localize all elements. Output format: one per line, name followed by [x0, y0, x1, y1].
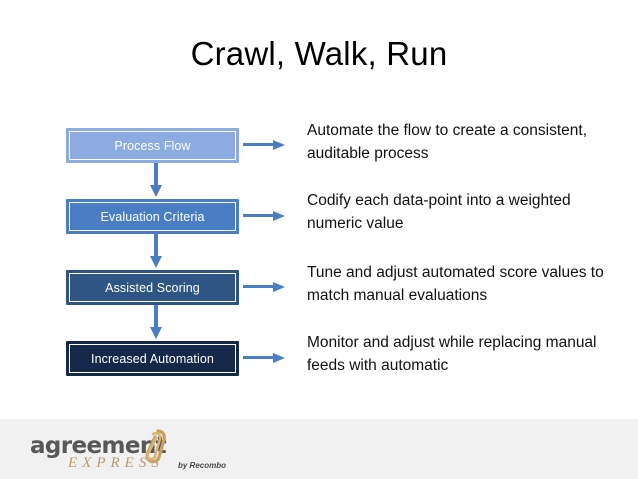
flow-node-inner: Increased Automation: [69, 344, 236, 373]
flow-node-label: Assisted Scoring: [105, 280, 200, 295]
arrow-right-icon: [243, 281, 287, 293]
brand-subwordmark: EXPRESS: [68, 455, 164, 471]
arrow-down-icon: [149, 234, 163, 270]
description-item: Monitor and adjust while replacing manua…: [307, 334, 597, 374]
description-item: Automate the flow to create a consistent…: [307, 122, 588, 162]
flow-node-label: Increased Automation: [91, 351, 214, 366]
arrow-right-icon: [243, 139, 287, 151]
flow-node-inner: Evaluation Criteria: [69, 202, 236, 231]
paperclip-icon: [138, 427, 168, 465]
flow-node-inner: Assisted Scoring: [69, 273, 236, 302]
arrow-right-icon: [243, 210, 287, 222]
flow-node-inner: Process Flow: [69, 131, 236, 160]
agreement-express-logo: agreement EXPRESS by Recombo: [30, 429, 250, 475]
flow-node-label: Evaluation Criteria: [100, 209, 205, 224]
arrow-down-icon: [149, 305, 163, 341]
brand-byline: by Recombo: [178, 461, 227, 470]
brand-wordmark: agreement: [30, 433, 167, 459]
flow-node-increased-automation[interactable]: Increased Automation: [66, 341, 239, 376]
description-item: Tune and adjust automated score values t…: [307, 264, 604, 304]
footer-brand-band: agreement EXPRESS by Recombo: [0, 419, 638, 479]
page-title: Crawl, Walk, Run: [190, 35, 448, 72]
flow-node-assisted-scoring[interactable]: Assisted Scoring: [66, 270, 239, 305]
flow-node-evaluation-criteria[interactable]: Evaluation Criteria: [66, 199, 239, 234]
flow-node-label: Process Flow: [114, 138, 191, 153]
arrow-down-icon: [149, 163, 163, 199]
description-item: Codify each data-point into a weighted n…: [307, 192, 571, 232]
arrow-right-icon: [243, 352, 287, 364]
flow-node-process-flow[interactable]: Process Flow: [66, 128, 239, 163]
